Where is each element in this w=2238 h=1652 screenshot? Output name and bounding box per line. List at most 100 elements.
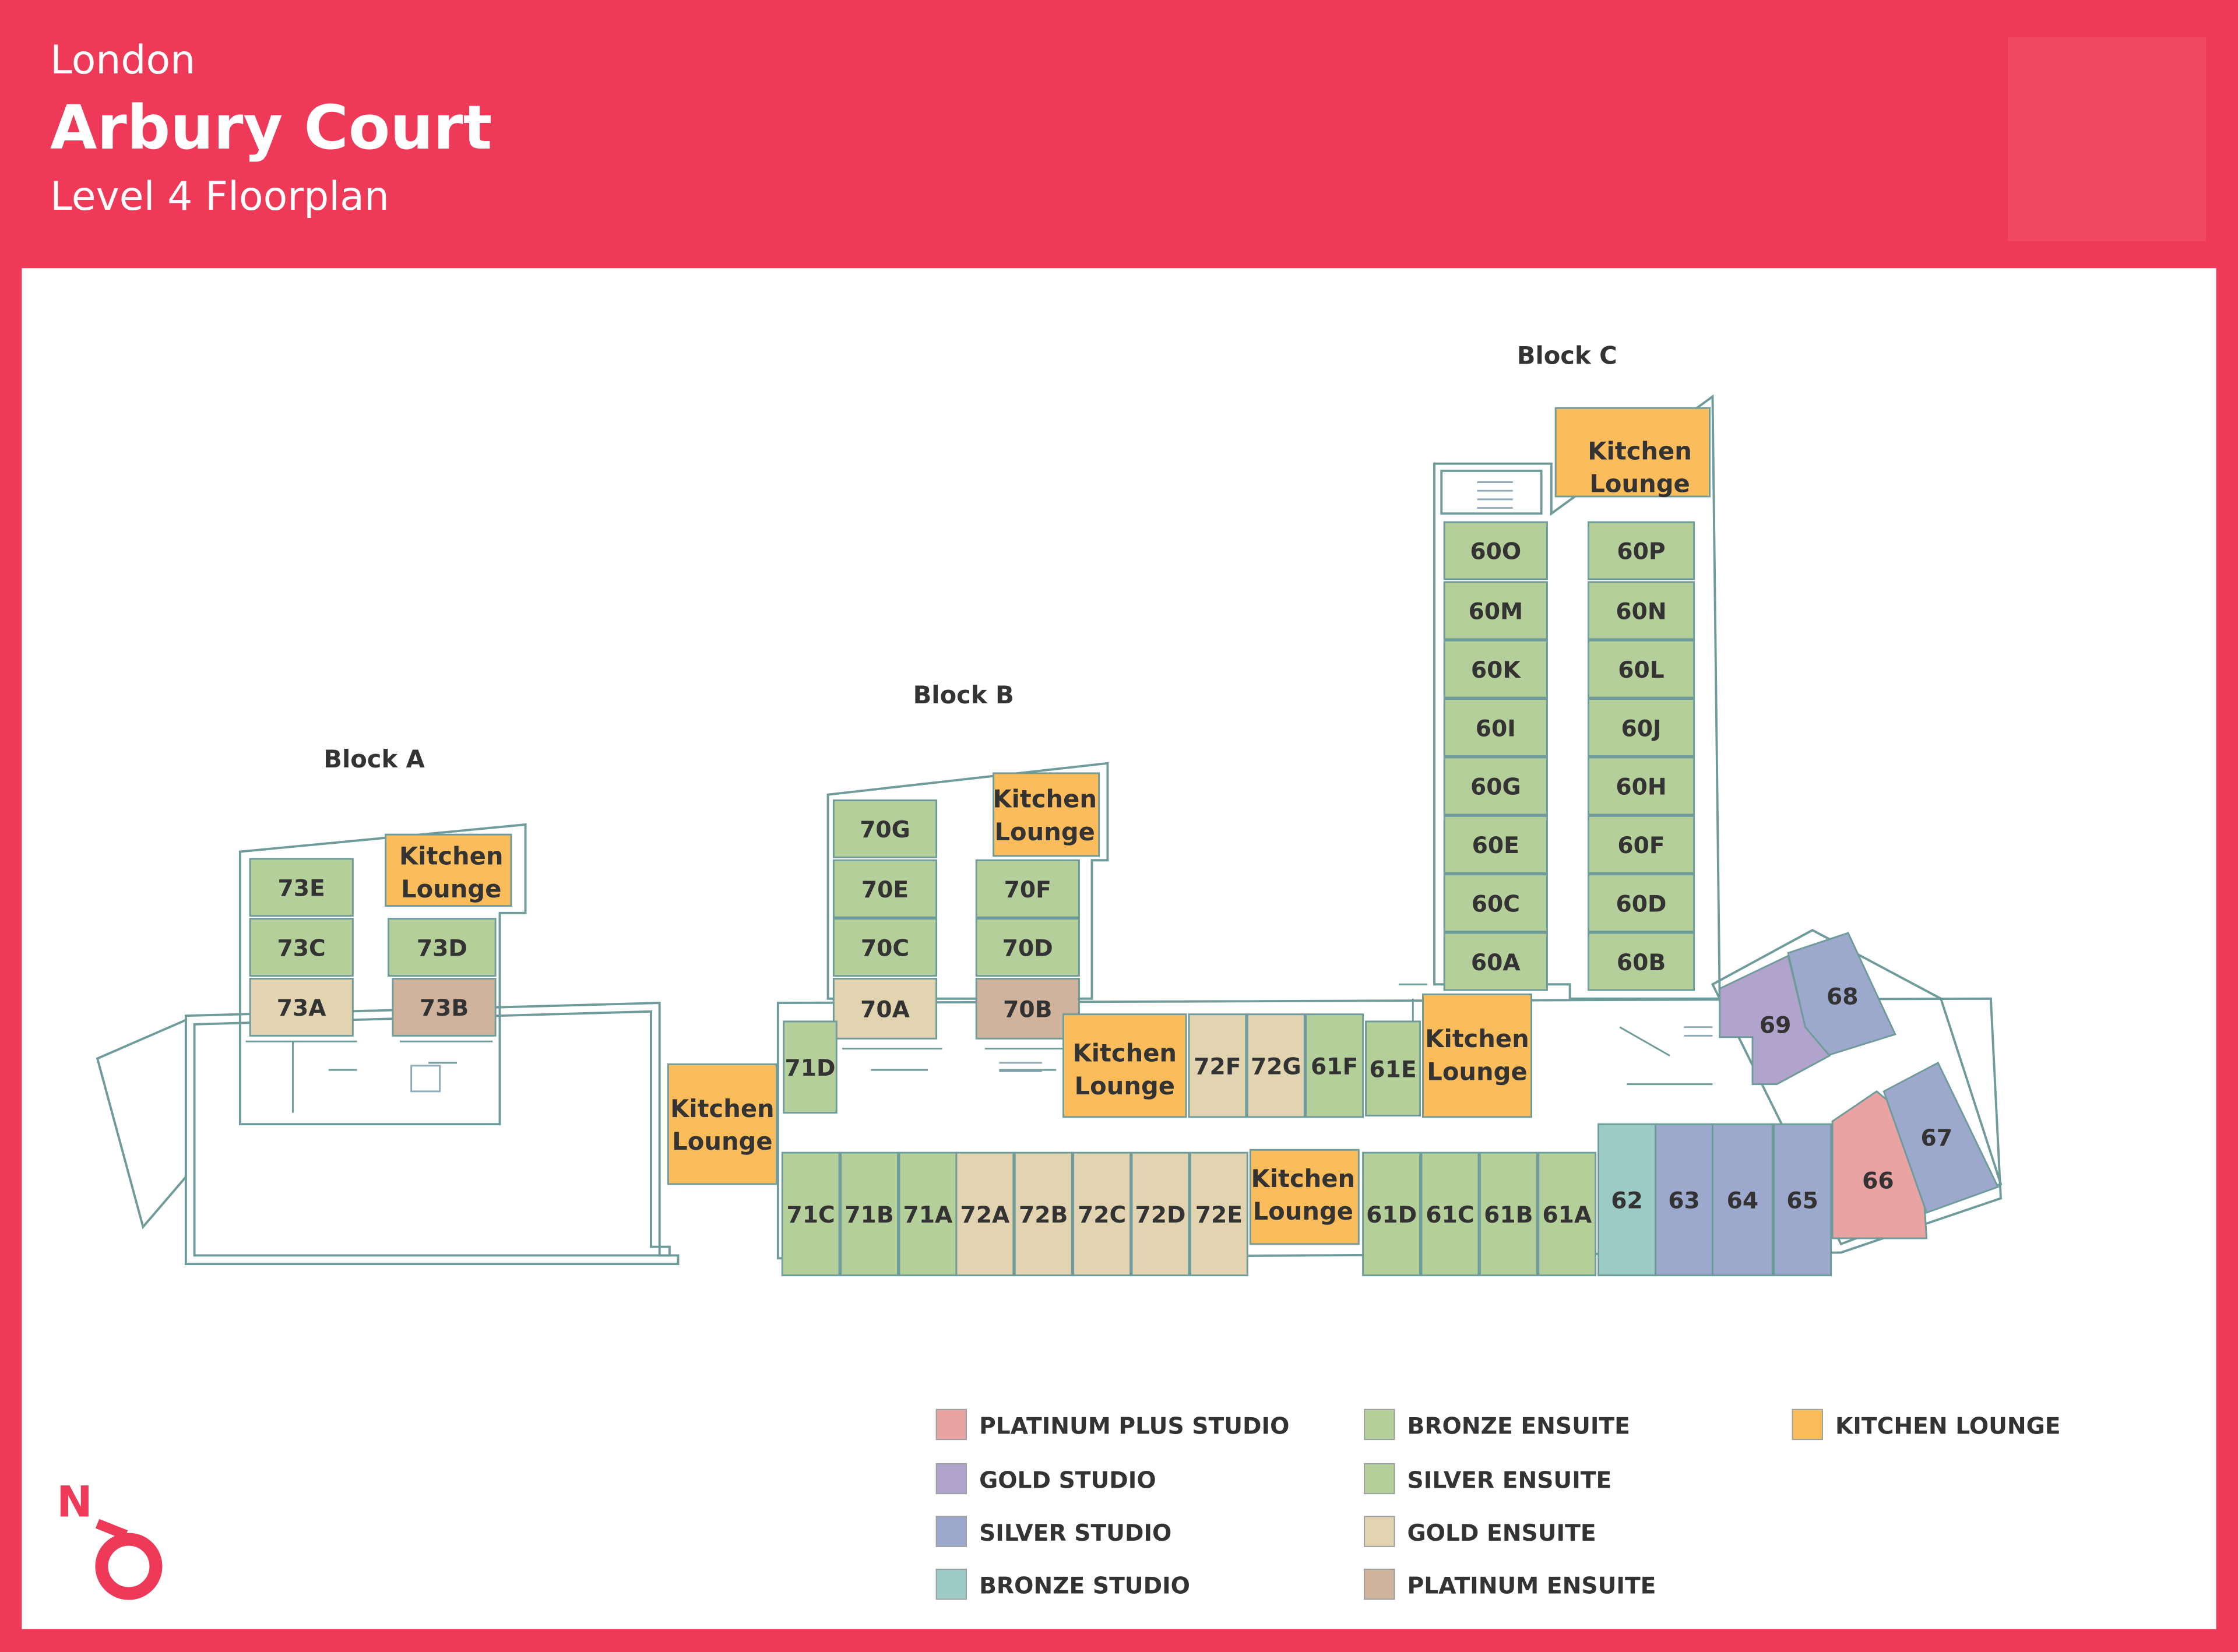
room-60o[interactable]: 60O [1443, 521, 1548, 580]
room-60b[interactable]: 60B [1587, 932, 1695, 991]
room-61c[interactable]: 61C [1420, 1151, 1480, 1277]
room-65[interactable]: 65 [1773, 1123, 1832, 1277]
room-71a[interactable]: 71A [898, 1151, 958, 1277]
room-73b[interactable]: 73B [392, 977, 497, 1037]
kitchen-lounge-label: Lounge [672, 1127, 772, 1156]
room-60e[interactable]: 60E [1443, 815, 1548, 874]
room-70e[interactable]: 70E [832, 859, 938, 918]
kitchen-lounge-label: Lounge [1589, 470, 1690, 498]
legend-item-kitchen-lounge: KITCHEN LOUNGE [1792, 1408, 2061, 1440]
room-number: 69 [1760, 1012, 1792, 1038]
room-72d[interactable]: 72D [1131, 1151, 1190, 1277]
room-60k[interactable]: 60K [1443, 639, 1548, 699]
room-number: 60I [1476, 716, 1516, 742]
room-number: 71D [784, 1055, 835, 1082]
room-61f[interactable]: 61F [1305, 1013, 1364, 1118]
room-number: 70A [860, 997, 910, 1023]
kitchen-lounge-label: Lounge [1427, 1057, 1527, 1086]
room-number: 73E [278, 875, 325, 901]
room-70a[interactable]: 70A [832, 977, 938, 1040]
room-67[interactable]: 67 [1882, 1061, 2000, 1214]
room-number: 72F [1194, 1054, 1241, 1080]
room-shape [1362, 1151, 1421, 1277]
room-72b[interactable]: 72B [1014, 1151, 1073, 1277]
room-number: 72G [1251, 1054, 1301, 1080]
room-71b[interactable]: 71B [840, 1151, 899, 1277]
room-number: 60M [1469, 599, 1523, 625]
room-72g[interactable]: 72G [1246, 1013, 1306, 1118]
room-70c[interactable]: 70C [832, 918, 938, 977]
room-70f[interactable]: 70F [975, 859, 1080, 918]
room-number: 61F [1311, 1054, 1358, 1080]
room-number: 72C [1078, 1202, 1126, 1228]
room-shape [1305, 1013, 1364, 1118]
room-73e[interactable]: 73E [249, 858, 354, 917]
room-shape [1420, 1151, 1480, 1277]
room-60a[interactable]: 60A [1443, 932, 1548, 991]
legend-item-bronze-ensuite: BRONZE ENSUITE [1364, 1408, 1630, 1440]
kitchen-lounge-label: Kitchen [993, 785, 1097, 813]
room-60l[interactable]: 60L [1587, 639, 1695, 699]
room-71c[interactable]: 71C [781, 1151, 840, 1277]
room-number: 70C [861, 935, 909, 961]
room-72f[interactable]: 72F [1188, 1013, 1247, 1118]
room-72c[interactable]: 72C [1072, 1151, 1132, 1277]
room-shape [898, 1151, 958, 1277]
north-compass-icon: N [57, 1477, 163, 1600]
room-70g[interactable]: 70G [832, 799, 938, 858]
kitchen-lounge-label: Lounge [1075, 1072, 1175, 1100]
room-62[interactable]: 62 [1597, 1123, 1656, 1277]
room-73c[interactable]: 73C [249, 918, 354, 977]
legend-item-bronze-studio: BRONZE STUDIO [935, 1569, 1190, 1600]
room-70b[interactable]: 70B [975, 977, 1080, 1040]
room-60i[interactable]: 60I [1443, 698, 1548, 758]
room-61e[interactable]: 61E [1365, 1020, 1421, 1116]
stair-marks [410, 481, 1713, 1093]
room-number: 70D [1002, 935, 1053, 961]
room-shape [1443, 815, 1548, 874]
room-number: 70B [1003, 997, 1052, 1023]
room-60d[interactable]: 60D [1587, 873, 1695, 933]
room-73d[interactable]: 73D [388, 918, 497, 977]
room-64[interactable]: 64 [1711, 1123, 1773, 1277]
room-60c[interactable]: 60C [1443, 873, 1548, 933]
room-shape [1443, 698, 1548, 758]
room-number: 67 [1921, 1125, 1953, 1151]
room-shape [840, 1151, 899, 1277]
room-60m[interactable]: 60M [1443, 581, 1548, 640]
room-shape [832, 799, 938, 858]
room-number: 73D [417, 935, 467, 961]
room-60g[interactable]: 60G [1443, 756, 1548, 816]
room-61d[interactable]: 61D [1362, 1151, 1421, 1277]
room-60p[interactable]: 60P [1587, 521, 1695, 580]
room-60n[interactable]: 60N [1587, 581, 1695, 640]
room-73a[interactable]: 73A [249, 977, 354, 1037]
room-70d[interactable]: 70D [975, 918, 1080, 977]
room-69[interactable]: 69 [1719, 954, 1831, 1086]
room-61a[interactable]: 61A [1537, 1151, 1597, 1277]
room-shape [975, 859, 1080, 918]
room-72a[interactable]: 72A [955, 1151, 1015, 1277]
room-number: 61C [1426, 1202, 1474, 1228]
legend-label: GOLD STUDIO [979, 1467, 1156, 1494]
room-63[interactable]: 63 [1655, 1123, 1713, 1277]
room-72e[interactable]: 72E [1189, 1151, 1248, 1277]
room-number: 70G [860, 817, 910, 843]
room-61b[interactable]: 61B [1479, 1151, 1538, 1277]
room-60f[interactable]: 60F [1587, 815, 1695, 874]
room-shape [1072, 1151, 1132, 1277]
room-60j[interactable]: 60J [1587, 698, 1695, 758]
room-71d[interactable]: 71D [783, 1020, 838, 1114]
room-shape [1587, 521, 1695, 580]
room-shape [993, 772, 1100, 857]
room-60h[interactable]: 60H [1587, 756, 1695, 816]
